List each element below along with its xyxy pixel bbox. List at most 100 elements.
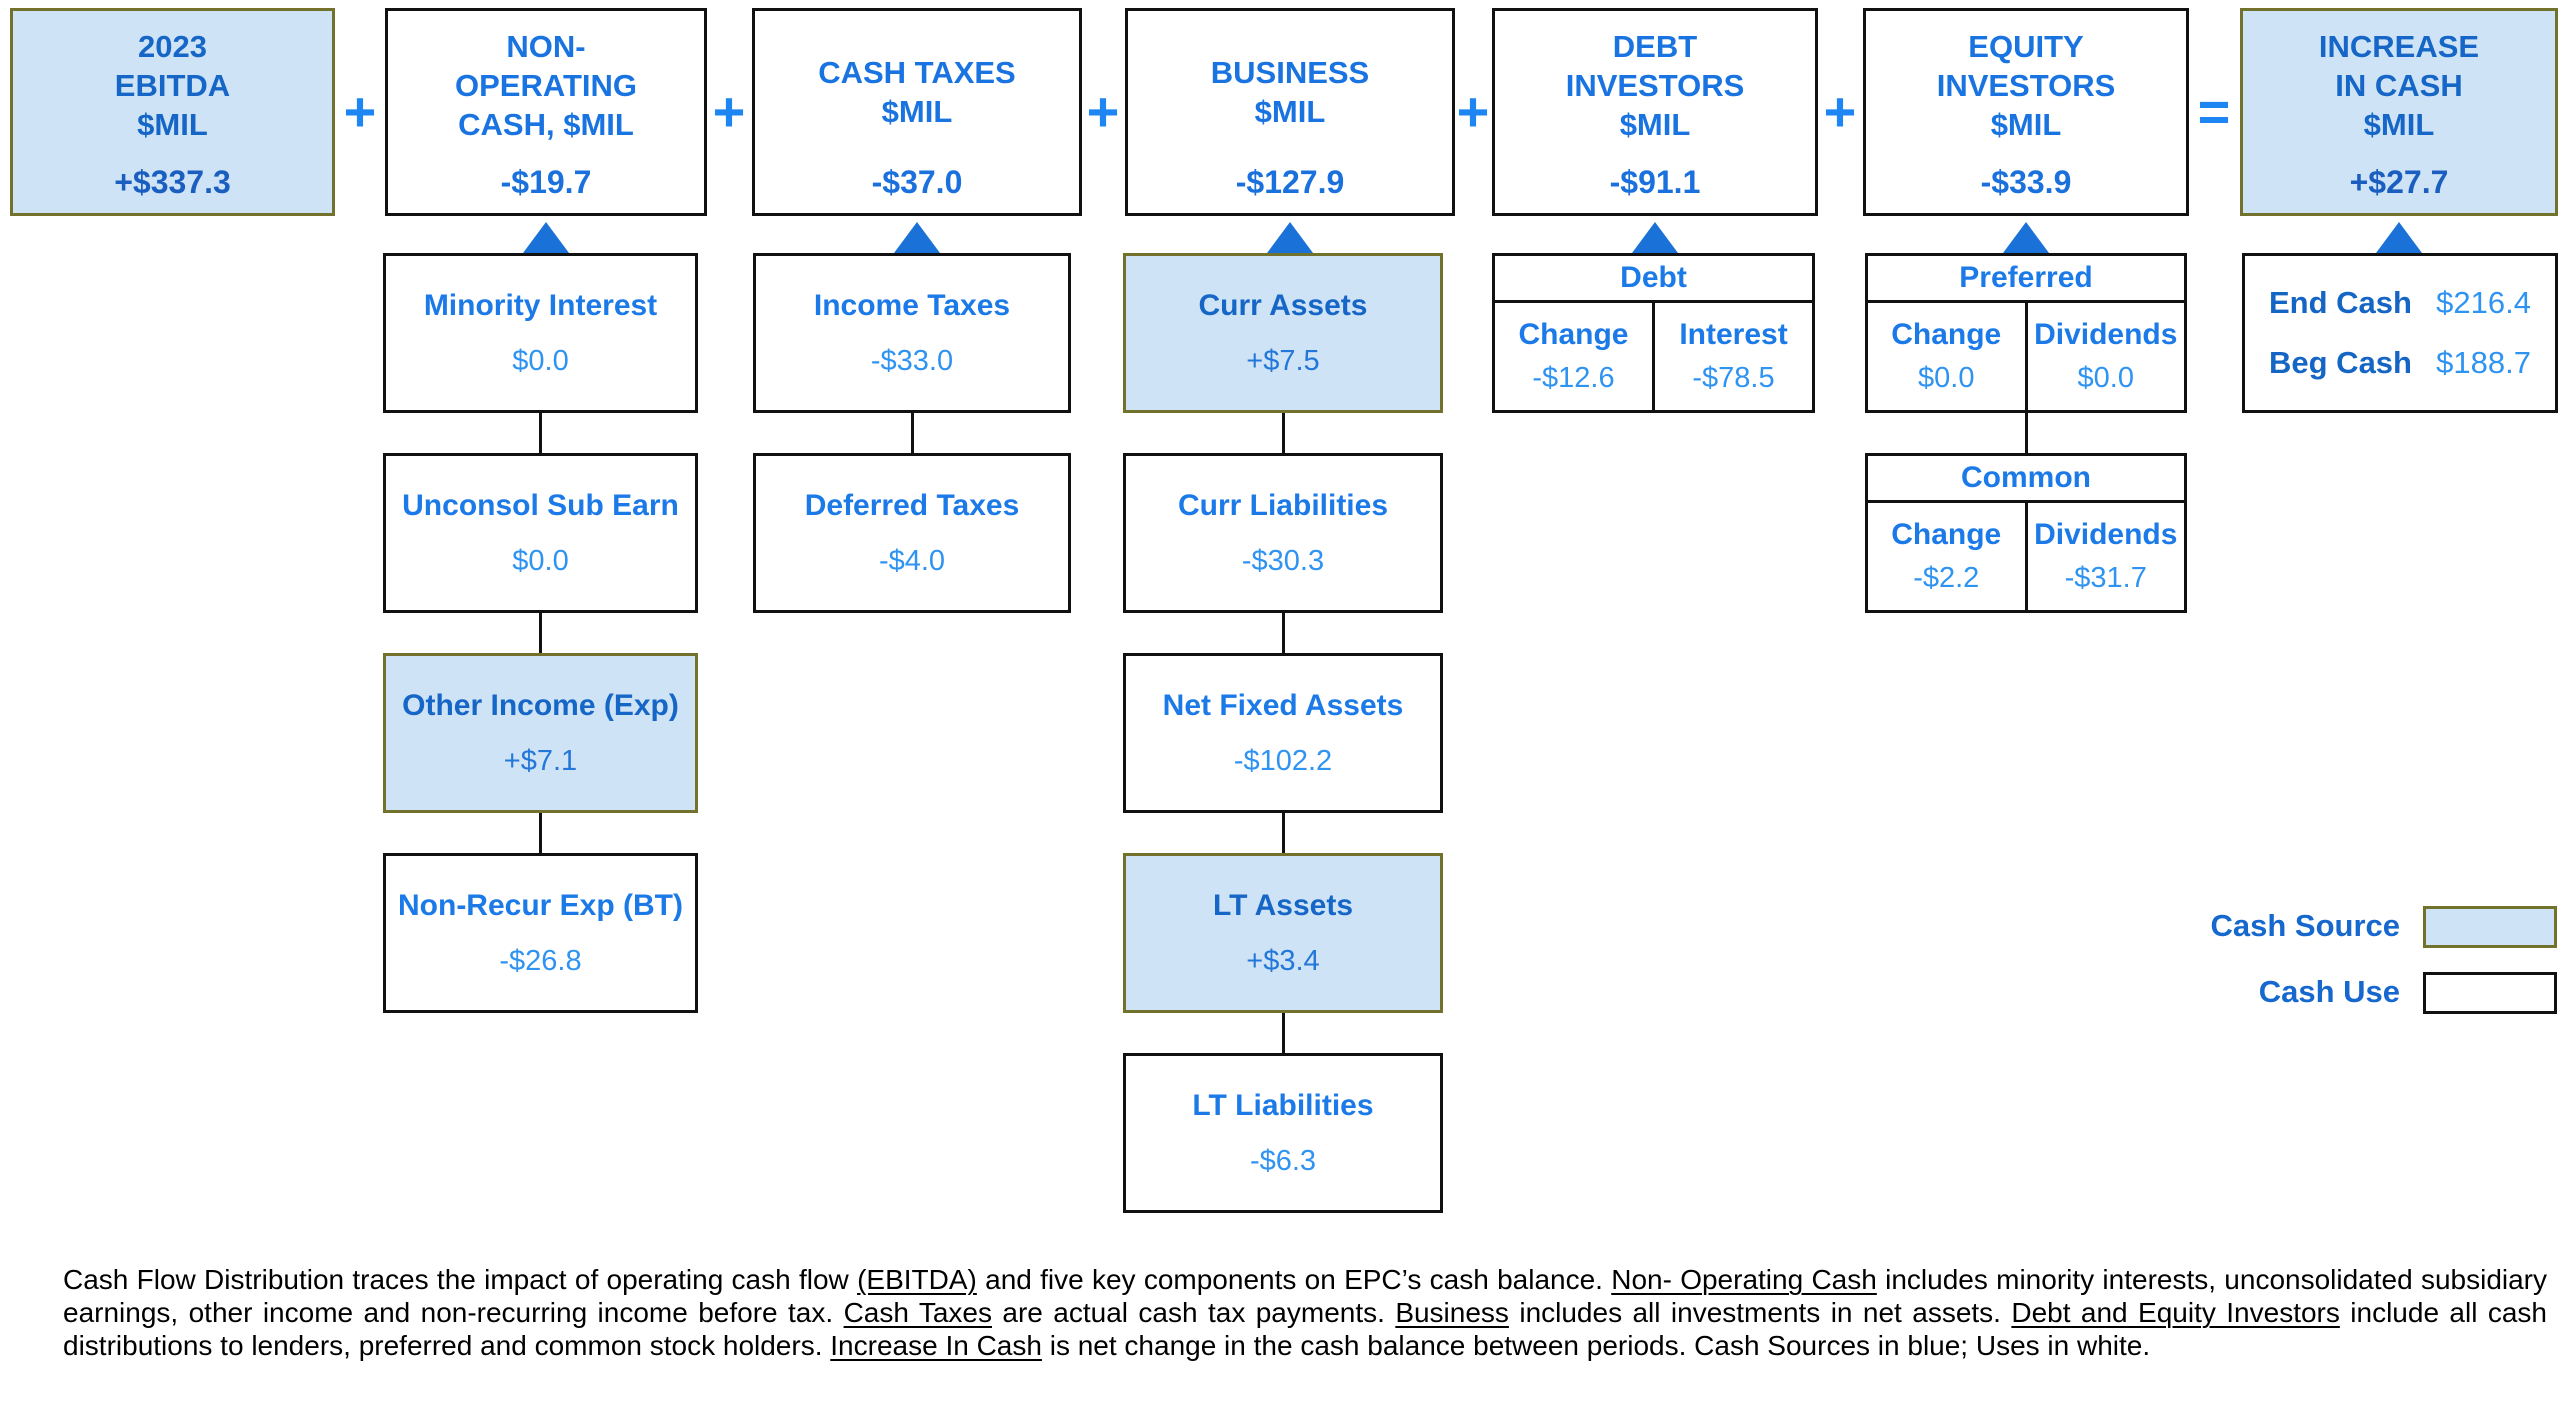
title-line: $MIL	[881, 94, 953, 130]
title-line: IN CASH	[2335, 68, 2463, 104]
table-cell: Change -$12.6	[1495, 303, 1652, 410]
plus-operator: +	[1823, 80, 1857, 143]
title-line: DEBT	[1612, 29, 1698, 64]
debt-table: Debt Change -$12.6 Interest -$78.5	[1492, 253, 1815, 413]
box-title: Income Taxes	[813, 288, 1011, 322]
title-line: $MIL	[2363, 107, 2435, 143]
table-body: Change -$12.6 Interest -$78.5	[1495, 303, 1812, 410]
net-fixed-assets-box: Net Fixed Assets -$102.2	[1123, 653, 1443, 813]
cell-value: -$78.5	[1692, 362, 1775, 395]
box-value: +$7.1	[503, 744, 578, 777]
connector-line	[2025, 413, 2028, 453]
box-title: NON- OPERATING CASH, $MIL	[455, 27, 637, 144]
box-value: -$33.0	[870, 344, 954, 377]
box-value: -$91.1	[1609, 164, 1701, 200]
cell-value: -$31.7	[2064, 562, 2147, 595]
cash-row: Beg Cash $188.7	[2245, 345, 2555, 381]
title-line: EBITDA	[114, 68, 231, 104]
table-cell: Change $0.0	[1868, 303, 2025, 410]
preferred-table: Preferred Change $0.0 Dividends $0.0	[1865, 253, 2187, 413]
title-line: $MIL	[1254, 94, 1326, 130]
title-line: BUSINESS	[1210, 55, 1370, 90]
table-header: Debt	[1495, 256, 1812, 303]
cash-value: $216.4	[2436, 285, 2531, 320]
connector-line	[1282, 1013, 1285, 1053]
lt-liabilities-box: LT Liabilities -$6.3	[1123, 1053, 1443, 1213]
title-line: $MIL	[1619, 107, 1691, 143]
table-header: Preferred	[1868, 256, 2184, 303]
box-value: +$7.5	[1246, 344, 1320, 377]
plus-operator: +	[1086, 80, 1120, 143]
box-value: -$19.7	[500, 164, 592, 200]
income-taxes-box: Income Taxes -$33.0	[753, 253, 1071, 413]
deferred-taxes-box: Deferred Taxes -$4.0	[753, 453, 1071, 613]
box-value: -$33.9	[1980, 164, 2072, 200]
equals-operator: =	[2197, 80, 2231, 143]
plus-operator: +	[1456, 80, 1490, 143]
box-value: -$6.3	[1249, 1144, 1317, 1177]
title-line: CASH TAXES	[818, 55, 1016, 90]
business-box: BUSINESS $MIL -$127.9	[1125, 8, 1455, 216]
box-title: Minority Interest	[423, 288, 658, 322]
box-title: Deferred Taxes	[804, 488, 1020, 522]
unconsol-sub-earn-box: Unconsol Sub Earn $0.0	[383, 453, 698, 613]
cell-label: Dividends	[2034, 517, 2178, 551]
legend-source-label: Cash Source	[2210, 908, 2400, 943]
footer-text: Cash Flow Distribution traces the impact…	[63, 1264, 2548, 1361]
lt-assets-box: LT Assets +$3.4	[1123, 853, 1443, 1013]
box-title: Net Fixed Assets	[1162, 688, 1404, 722]
box-value: $0.0	[512, 544, 569, 577]
arrow-up-icon	[1632, 222, 1678, 253]
cash-label: Beg Cash	[2269, 345, 2412, 380]
minority-interest-box: Minority Interest $0.0	[383, 253, 698, 413]
cell-value: -$2.2	[1913, 562, 1980, 595]
table-cell: Dividends -$31.7	[2024, 503, 2185, 610]
box-title: Curr Assets	[1198, 288, 1368, 322]
box-value: +$27.7	[2349, 164, 2449, 200]
box-value: +$337.3	[114, 164, 231, 200]
equity-investors-box: EQUITY INVESTORS $MIL -$33.9	[1863, 8, 2189, 216]
cash-balance-box: End Cash $216.4 Beg Cash $188.7	[2242, 253, 2558, 413]
title-line: INVESTORS	[1565, 68, 1745, 104]
title-line: CASH, $MIL	[458, 107, 634, 143]
title-line: NON-	[506, 29, 586, 64]
connector-line	[911, 413, 914, 453]
box-title: Unconsol Sub Earn	[402, 488, 679, 522]
box-title: Curr Liabilities	[1177, 488, 1389, 522]
box-value: -$26.8	[499, 944, 582, 977]
box-title: LT Liabilities	[1192, 1088, 1374, 1122]
cash-row: End Cash $216.4	[2245, 285, 2555, 321]
cell-label: Interest	[1679, 317, 1788, 351]
title-line: OPERATING	[455, 68, 637, 104]
title-line: INVESTORS	[1936, 68, 2116, 104]
cell-label: Change	[1518, 317, 1629, 351]
connector-line	[1282, 613, 1285, 653]
curr-liabilities-box: Curr Liabilities -$30.3	[1123, 453, 1443, 613]
box-value: -$4.0	[878, 544, 946, 577]
connector-line	[1282, 413, 1285, 453]
box-title: Non-Recur Exp (BT)	[398, 888, 683, 922]
box-title: 2023 EBITDA $MIL	[115, 27, 230, 144]
cell-value: $0.0	[2077, 362, 2134, 395]
connector-line	[539, 413, 542, 453]
cell-value: $0.0	[1918, 362, 1975, 395]
other-income-box: Other Income (Exp) +$7.1	[383, 653, 698, 813]
title-line: INCREASE	[2318, 29, 2480, 64]
table-body: Change $0.0 Dividends $0.0	[1868, 303, 2184, 410]
title-line: $MIL	[1990, 107, 2062, 143]
debt-investors-box: DEBT INVESTORS $MIL -$91.1	[1492, 8, 1818, 216]
box-title: CASH TAXES $MIL	[818, 27, 1016, 131]
connector-line	[539, 813, 542, 853]
box-title: Other Income (Exp)	[402, 688, 679, 722]
cash-taxes-box: CASH TAXES $MIL -$37.0	[752, 8, 1082, 216]
cell-label: Change	[1891, 517, 2002, 551]
legend-source-swatch	[2423, 906, 2557, 948]
plus-operator: +	[343, 80, 377, 143]
table-cell: Dividends $0.0	[2024, 303, 2185, 410]
arrow-up-icon	[2003, 222, 2049, 253]
arrow-up-icon	[1267, 222, 1313, 253]
table-body: Change -$2.2 Dividends -$31.7	[1868, 503, 2184, 610]
cell-label: Change	[1891, 317, 2002, 351]
box-title: EQUITY INVESTORS $MIL	[1937, 27, 2116, 144]
